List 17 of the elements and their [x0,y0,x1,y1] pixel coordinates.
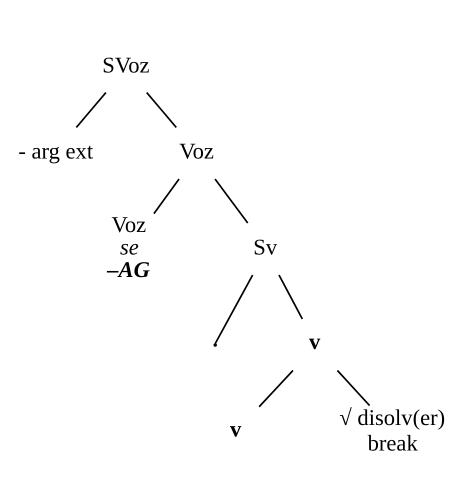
connector [76,92,107,128]
connector [153,178,180,214]
node-text: v [309,329,320,354]
node-text: - arg ext [18,138,94,164]
connector [146,92,177,128]
connector [336,370,370,406]
node-point [213,343,217,347]
node-text: Sv [253,234,278,260]
node-text: v [230,416,242,442]
node-text: SVoz [102,52,150,78]
connector [214,178,248,224]
connector [214,274,254,344]
connector [278,274,304,320]
node-text: √ disolv(er) break [339,405,446,456]
node-text: Voz se –AG [107,212,150,282]
node-text: Voz [179,138,214,164]
connector [258,370,294,408]
